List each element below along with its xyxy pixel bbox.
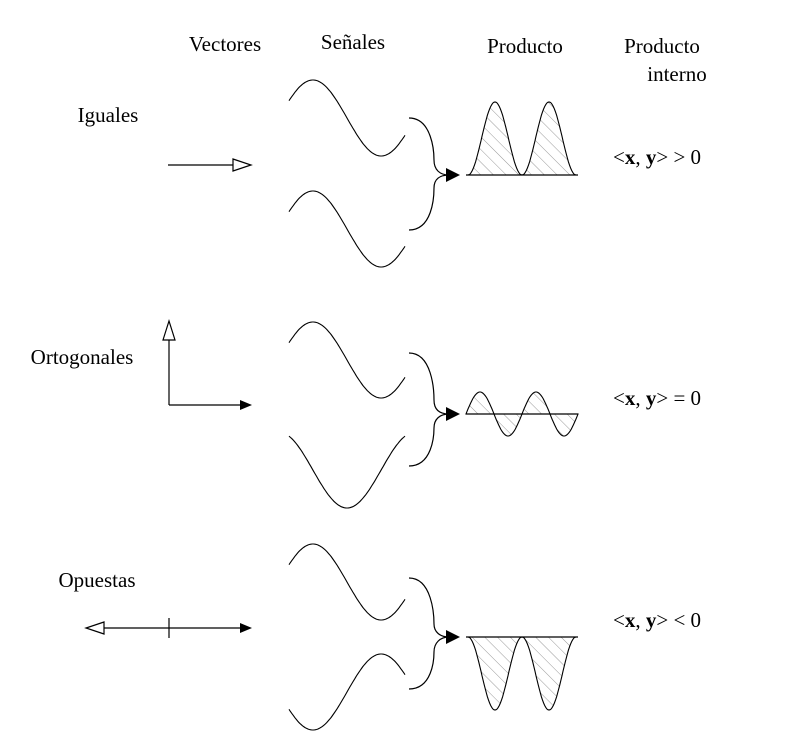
opposite-vector-arrow xyxy=(84,618,252,638)
header-inner-product-line1: Producto xyxy=(624,34,700,58)
row-label-orthogonal: Ortogonales xyxy=(31,345,134,369)
opposite-signals xyxy=(288,543,406,731)
equal-signals xyxy=(288,79,406,268)
header-vectors: Vectores xyxy=(189,32,261,56)
signal-wave xyxy=(288,79,406,157)
header-product: Producto xyxy=(487,34,563,58)
header-inner-product-line2: interno xyxy=(647,62,706,86)
row-label-equal: Iguales xyxy=(78,103,139,127)
result-positive: <x, y> > 0 xyxy=(613,145,701,169)
signal-wave xyxy=(288,435,406,509)
signal-wave xyxy=(288,653,406,731)
signal-wave xyxy=(288,543,406,621)
result-negative: <x, y> < 0 xyxy=(613,608,701,632)
header-signals: Señales xyxy=(321,30,385,54)
signal-wave xyxy=(288,321,406,399)
result-zero: <x, y> = 0 xyxy=(613,386,701,410)
row-label-opposite: Opuestas xyxy=(59,568,136,592)
product-zero-plot xyxy=(465,391,579,437)
merge-bracket-icon xyxy=(408,352,460,467)
product-negative-plot xyxy=(466,636,578,711)
merge-bracket-icon xyxy=(408,117,460,231)
orthogonal-signals xyxy=(288,321,406,509)
signal-wave xyxy=(288,190,406,268)
merge-bracket-icon xyxy=(408,577,460,690)
product-positive-plot xyxy=(466,101,578,176)
orthogonal-vector-arrows xyxy=(162,319,252,410)
equal-vector-arrow xyxy=(168,158,253,172)
